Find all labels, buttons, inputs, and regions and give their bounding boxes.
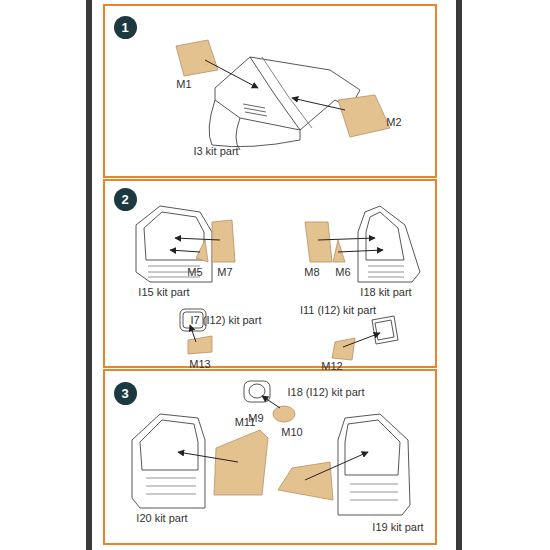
callout-label: M5 bbox=[186, 266, 203, 278]
frame-bars bbox=[86, 0, 462, 550]
mask-sheets bbox=[176, 40, 390, 137]
part-label: I18 (I12) kit part bbox=[286, 386, 365, 398]
part-label: I15 kit part bbox=[137, 286, 190, 298]
step-number: 2 bbox=[121, 192, 128, 207]
door-frames bbox=[136, 206, 420, 344]
callout-label: M11 bbox=[234, 416, 257, 428]
arrows-2 bbox=[170, 238, 383, 347]
callout-label: M8 bbox=[303, 266, 320, 278]
step-number: 3 bbox=[121, 386, 128, 401]
arrows bbox=[205, 60, 345, 110]
part-label: I11 (I12) kit part bbox=[299, 304, 377, 316]
step-circle: 3 bbox=[114, 382, 137, 405]
part-label: I20 kit part bbox=[135, 512, 188, 524]
callout-label: M12 bbox=[320, 360, 343, 372]
mask-sheets-3 bbox=[214, 406, 333, 500]
part-label: I7 (I12) kit part bbox=[190, 314, 263, 326]
mask-sheets-2 bbox=[188, 220, 355, 360]
step-circle: 2 bbox=[114, 188, 137, 211]
hood-part bbox=[209, 57, 360, 150]
door-frames-3 bbox=[132, 381, 410, 515]
callout-label: M2 bbox=[385, 116, 402, 128]
step-number: 1 bbox=[121, 20, 128, 35]
callout-label: M13 bbox=[188, 358, 211, 370]
arrows-3 bbox=[178, 396, 368, 480]
callout-label: M7 bbox=[216, 266, 233, 278]
part-label: I3 kit part bbox=[192, 145, 239, 157]
callout-label: M6 bbox=[334, 266, 351, 278]
part-label: I19 kit part bbox=[371, 521, 424, 533]
step-circle: 1 bbox=[114, 16, 137, 39]
callout-label: M1 bbox=[175, 78, 192, 90]
step-panels bbox=[104, 5, 436, 544]
part-label: I18 kit part bbox=[359, 286, 412, 298]
callout-label: M10 bbox=[280, 426, 303, 438]
